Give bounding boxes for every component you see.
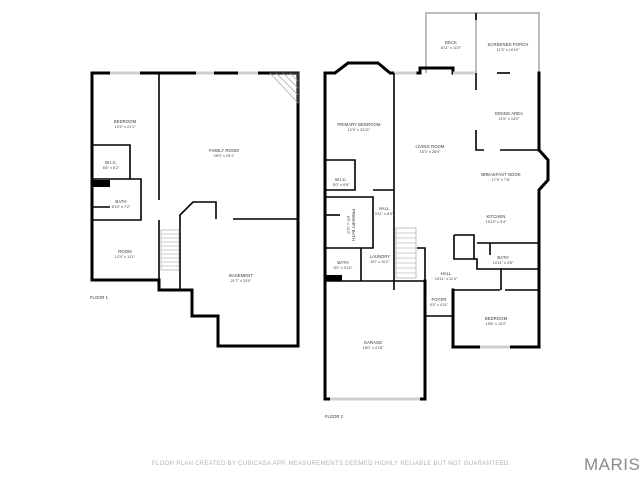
room-dims: 8'0" x 5'10" [334, 266, 353, 270]
deck-outline [425, 12, 540, 73]
floor-2-plan: DECK 8'11" x 11'0" SCREENED PORCH 11'3" … [323, 12, 550, 419]
room-dims: 15'6" x 10'2" [486, 322, 507, 326]
disclaimer: FLOOR PLAN CREATED BY CUBICASA APP. MEAS… [152, 460, 511, 467]
room-dims: 11'5" x 14'0" [499, 117, 520, 121]
room-name: PRIMARY BEDROOM [337, 122, 381, 127]
floor-label: FLOOR 1 [90, 295, 109, 300]
room-name: HALL [379, 206, 390, 211]
room-dims: 18'0" x 21'8" [363, 346, 384, 350]
room-name: BATH [115, 199, 126, 204]
room-dims: 10'11" x 4'5" [493, 261, 514, 265]
room-name: W.I.C. [105, 160, 117, 165]
room-name: HALL [441, 271, 452, 276]
room-dims: 21'7" x 23'0" [231, 279, 252, 283]
room-dims: 6'0" x 10'2" [371, 260, 390, 264]
room-name: PRIMARY BATH [351, 209, 356, 241]
room-name: FOYER [432, 297, 447, 302]
room-dims: 17'9" x 7'8" [492, 178, 511, 182]
room-name: FAMILY ROOM [209, 148, 239, 153]
floor-2-exterior-wall [323, 61, 396, 75]
room-dims: 8'5" x 14'2" [346, 216, 350, 235]
room-dims: 15'10" x 9'4" [486, 220, 507, 224]
logo: MARIS [584, 455, 640, 474]
room-dims: 12'4" x 11'1" [115, 255, 136, 259]
stairs [160, 229, 180, 271]
floor-1-exterior-wall [90, 71, 300, 348]
room-name: BEDROOM [485, 316, 508, 321]
stairs-corner [269, 72, 299, 104]
room-name: SCREENED PORCH [488, 42, 529, 47]
room-name: LIVING ROOM [415, 144, 444, 149]
room-name: BATH [337, 260, 348, 265]
room-name: BASEMENT [229, 273, 253, 278]
fixture [92, 180, 110, 187]
stairs [395, 227, 417, 279]
room-name: GARAGE [364, 340, 383, 345]
room-dims: 11'3" x 10'10" [497, 48, 520, 52]
room-dims: 6'8" x 6'2" [103, 166, 120, 170]
room-name: BREAKFAST NOOK [481, 172, 521, 177]
room-name: ROOM [118, 249, 132, 254]
room-name: BEDROOM [114, 119, 137, 124]
room-dims: 12'4" x 21'1" [115, 125, 136, 129]
room-name: DINING AREA [495, 111, 523, 116]
room-dims: 29'0" x 29'1" [214, 154, 235, 158]
room-name: DECK [445, 40, 457, 45]
room-dims: 5'0" x 4'11" [430, 303, 449, 307]
room-dims: 3'11" x 8'5" [375, 212, 394, 216]
room-dims: 13'11" x 11'4" [435, 277, 458, 281]
room-dims: 12'4" x 24'11" [348, 128, 371, 132]
room-dims: 8'10" x 7'2" [112, 205, 131, 209]
room-name: BATH [497, 255, 508, 260]
room-dims: 5'0" x 6'8" [333, 183, 350, 187]
room-name: W.I.C. [335, 177, 347, 182]
room-dims: 8'11" x 11'0" [441, 46, 462, 50]
room-name: LAUNDRY [370, 254, 391, 259]
fixture [326, 275, 342, 281]
floor-1-plan: BEDROOM 12'4" x 21'1" W.I.C. 6'8" x 6'2"… [90, 71, 300, 348]
room-name: KITCHEN [486, 214, 505, 219]
room-dims: 15'3" x 28'9" [420, 150, 441, 154]
floor-label: FLOOR 2 [325, 414, 344, 419]
